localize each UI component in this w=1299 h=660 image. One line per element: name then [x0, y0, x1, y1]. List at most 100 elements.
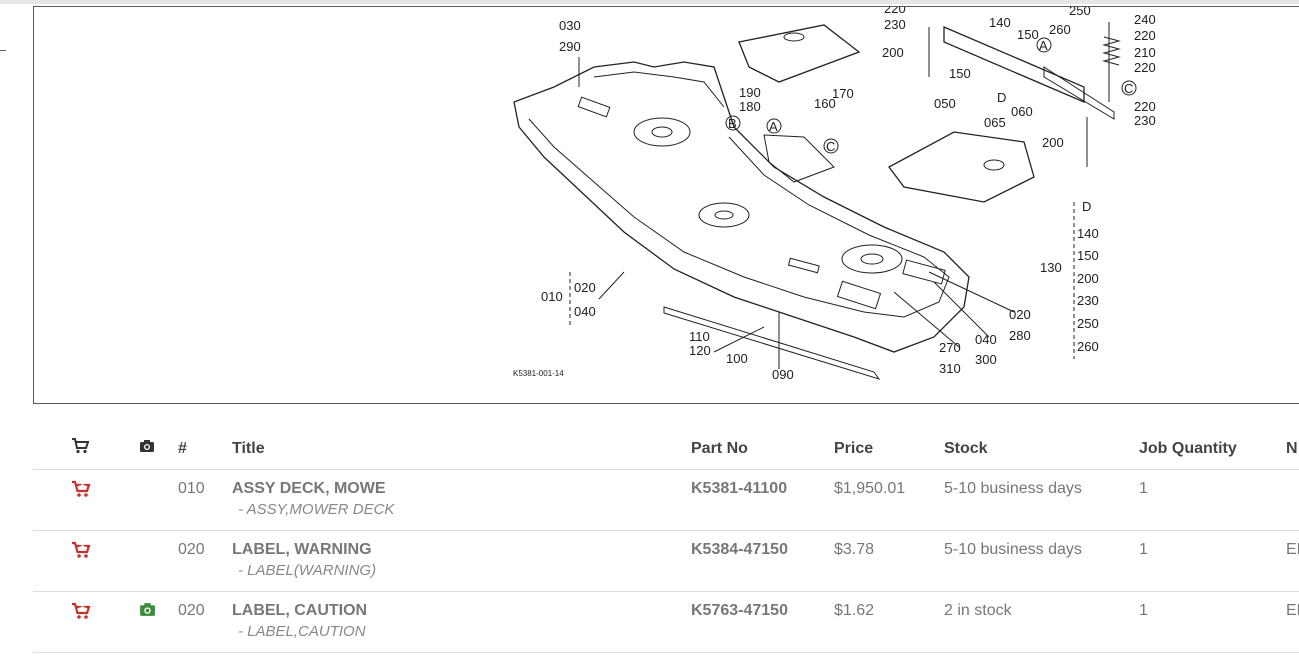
job-quantity: 1	[1139, 530, 1286, 592]
add-to-cart-cell	[33, 469, 129, 531]
header-camera	[129, 428, 178, 470]
svg-text:150: 150	[1017, 27, 1039, 42]
svg-text:020: 020	[1009, 307, 1031, 322]
svg-text:200: 200	[1042, 135, 1064, 150]
svg-text:110: 110	[689, 329, 710, 344]
svg-text:210: 210	[1134, 45, 1156, 60]
add-to-cart-icon[interactable]	[71, 602, 91, 620]
svg-text:130: 130	[1040, 260, 1062, 275]
svg-text:150: 150	[949, 66, 971, 81]
header-part-no[interactable]: Part No	[691, 428, 834, 470]
svg-text:160: 160	[814, 96, 836, 111]
svg-text:300: 300	[975, 352, 997, 367]
svg-text:250: 250	[1069, 7, 1091, 18]
svg-text:250: 250	[1077, 316, 1099, 331]
item-number: 010	[178, 469, 232, 531]
item-title[interactable]: ASSY DECK, MOWE	[232, 480, 386, 497]
item-title-cell: LABEL, WARNING - LABEL(WARNING)	[232, 530, 691, 592]
photo-cell	[129, 591, 178, 653]
svg-text:150: 150	[1077, 248, 1099, 263]
camera-icon	[140, 440, 154, 452]
svg-text:200: 200	[882, 45, 904, 60]
svg-text:200: 200	[1077, 271, 1099, 286]
svg-text:C: C	[1124, 81, 1133, 96]
svg-text:190: 190	[739, 85, 761, 100]
price: $1.62	[834, 591, 944, 653]
svg-text:230: 230	[1077, 293, 1099, 308]
svg-text:030: 030	[559, 18, 581, 33]
parts-diagram[interactable]: A C B A C 030 290 190 180 170 160 010 02…	[33, 6, 1299, 404]
item-subtitle: - LABEL(WARNING)	[238, 562, 377, 579]
svg-text:230: 230	[1134, 113, 1156, 128]
stock-status: 5-10 business days	[944, 469, 1139, 531]
svg-text:020: 020	[574, 280, 596, 295]
header-title[interactable]: Title	[232, 428, 691, 470]
table-row: 020 LABEL, CAUTION - LABEL,CAUTION K5763…	[33, 591, 1299, 653]
table-row: 010 ASSY DECK, MOWE - ASSY,MOWER DECK K5…	[33, 469, 1299, 531]
svg-text:C: C	[826, 139, 835, 154]
svg-text:B: B	[728, 116, 737, 131]
item-subtitle: - ASSY,MOWER DECK	[238, 501, 395, 518]
header-stock[interactable]: Stock	[944, 428, 1139, 470]
add-to-cart-cell	[33, 591, 129, 653]
table-row: 020 LABEL, WARNING - LABEL(WARNING) K538…	[33, 530, 1299, 592]
header-number: #	[178, 428, 232, 470]
svg-text:040: 040	[975, 332, 997, 347]
svg-text:010: 010	[541, 289, 563, 304]
svg-text:240: 240	[1134, 12, 1156, 27]
svg-text:A: A	[1039, 38, 1048, 53]
item-number: 020	[178, 530, 232, 592]
add-to-cart-cell	[33, 530, 129, 592]
item-title-cell: ASSY DECK, MOWE - ASSY,MOWER DECK	[232, 469, 691, 531]
svg-text:220: 220	[1134, 60, 1156, 75]
svg-text:290: 290	[559, 39, 581, 54]
part-number[interactable]: K5384-47150	[691, 530, 834, 592]
svg-text:D: D	[997, 90, 1006, 105]
svg-text:090: 090	[772, 367, 794, 382]
item-subtitle: - LABEL,CAUTION	[238, 623, 366, 640]
stock-status: 5-10 business days	[944, 530, 1139, 592]
add-to-cart-icon[interactable]	[71, 541, 91, 559]
svg-text:220: 220	[1134, 99, 1156, 114]
header-job-quantity[interactable]: Job Quantity	[1139, 428, 1286, 470]
svg-text:140: 140	[989, 15, 1011, 30]
item-number: 020	[178, 591, 232, 653]
part-number[interactable]: K5763-47150	[691, 591, 834, 653]
top-border	[0, 0, 1299, 4]
svg-text:280: 280	[1009, 328, 1031, 343]
svg-text:260: 260	[1077, 339, 1099, 354]
item-title[interactable]: LABEL, WARNING	[232, 541, 372, 558]
svg-text:065: 065	[984, 115, 1006, 130]
svg-text:040: 040	[574, 304, 596, 319]
header-cart	[33, 428, 129, 470]
svg-text:170: 170	[832, 86, 854, 101]
svg-text:310: 310	[939, 361, 961, 376]
svg-text:270: 270	[939, 340, 961, 355]
photo-cell	[129, 530, 178, 592]
part-number[interactable]: K5381-41100	[691, 469, 834, 531]
cart-icon	[72, 438, 89, 454]
notes	[1286, 469, 1299, 531]
camera-icon[interactable]	[139, 602, 156, 617]
table-header-row: # Title Part No Price Stock Job Quantity…	[33, 428, 1299, 470]
svg-text:A: A	[769, 119, 778, 134]
svg-text:180: 180	[739, 99, 761, 114]
header-notes: N	[1286, 428, 1299, 470]
job-quantity: 1	[1139, 469, 1286, 531]
header-price[interactable]: Price	[834, 428, 944, 470]
sidebar-dash	[0, 50, 6, 51]
svg-text:050: 050	[934, 96, 956, 111]
price: $1,950.01	[834, 469, 944, 531]
svg-text:230: 230	[884, 17, 906, 32]
stock-status: 2 in stock	[944, 591, 1139, 653]
svg-text:120: 120	[689, 343, 711, 358]
item-title-cell: LABEL, CAUTION - LABEL,CAUTION	[232, 591, 691, 653]
svg-text:060: 060	[1011, 104, 1033, 119]
add-to-cart-icon[interactable]	[71, 480, 91, 498]
item-title[interactable]: LABEL, CAUTION	[232, 602, 368, 619]
svg-text:100: 100	[726, 351, 748, 366]
parts-table: # Title Part No Price Stock Job Quantity…	[33, 428, 1299, 653]
svg-text:220: 220	[884, 7, 906, 16]
svg-text:260: 260	[1049, 22, 1071, 37]
notes: EN	[1286, 530, 1299, 592]
